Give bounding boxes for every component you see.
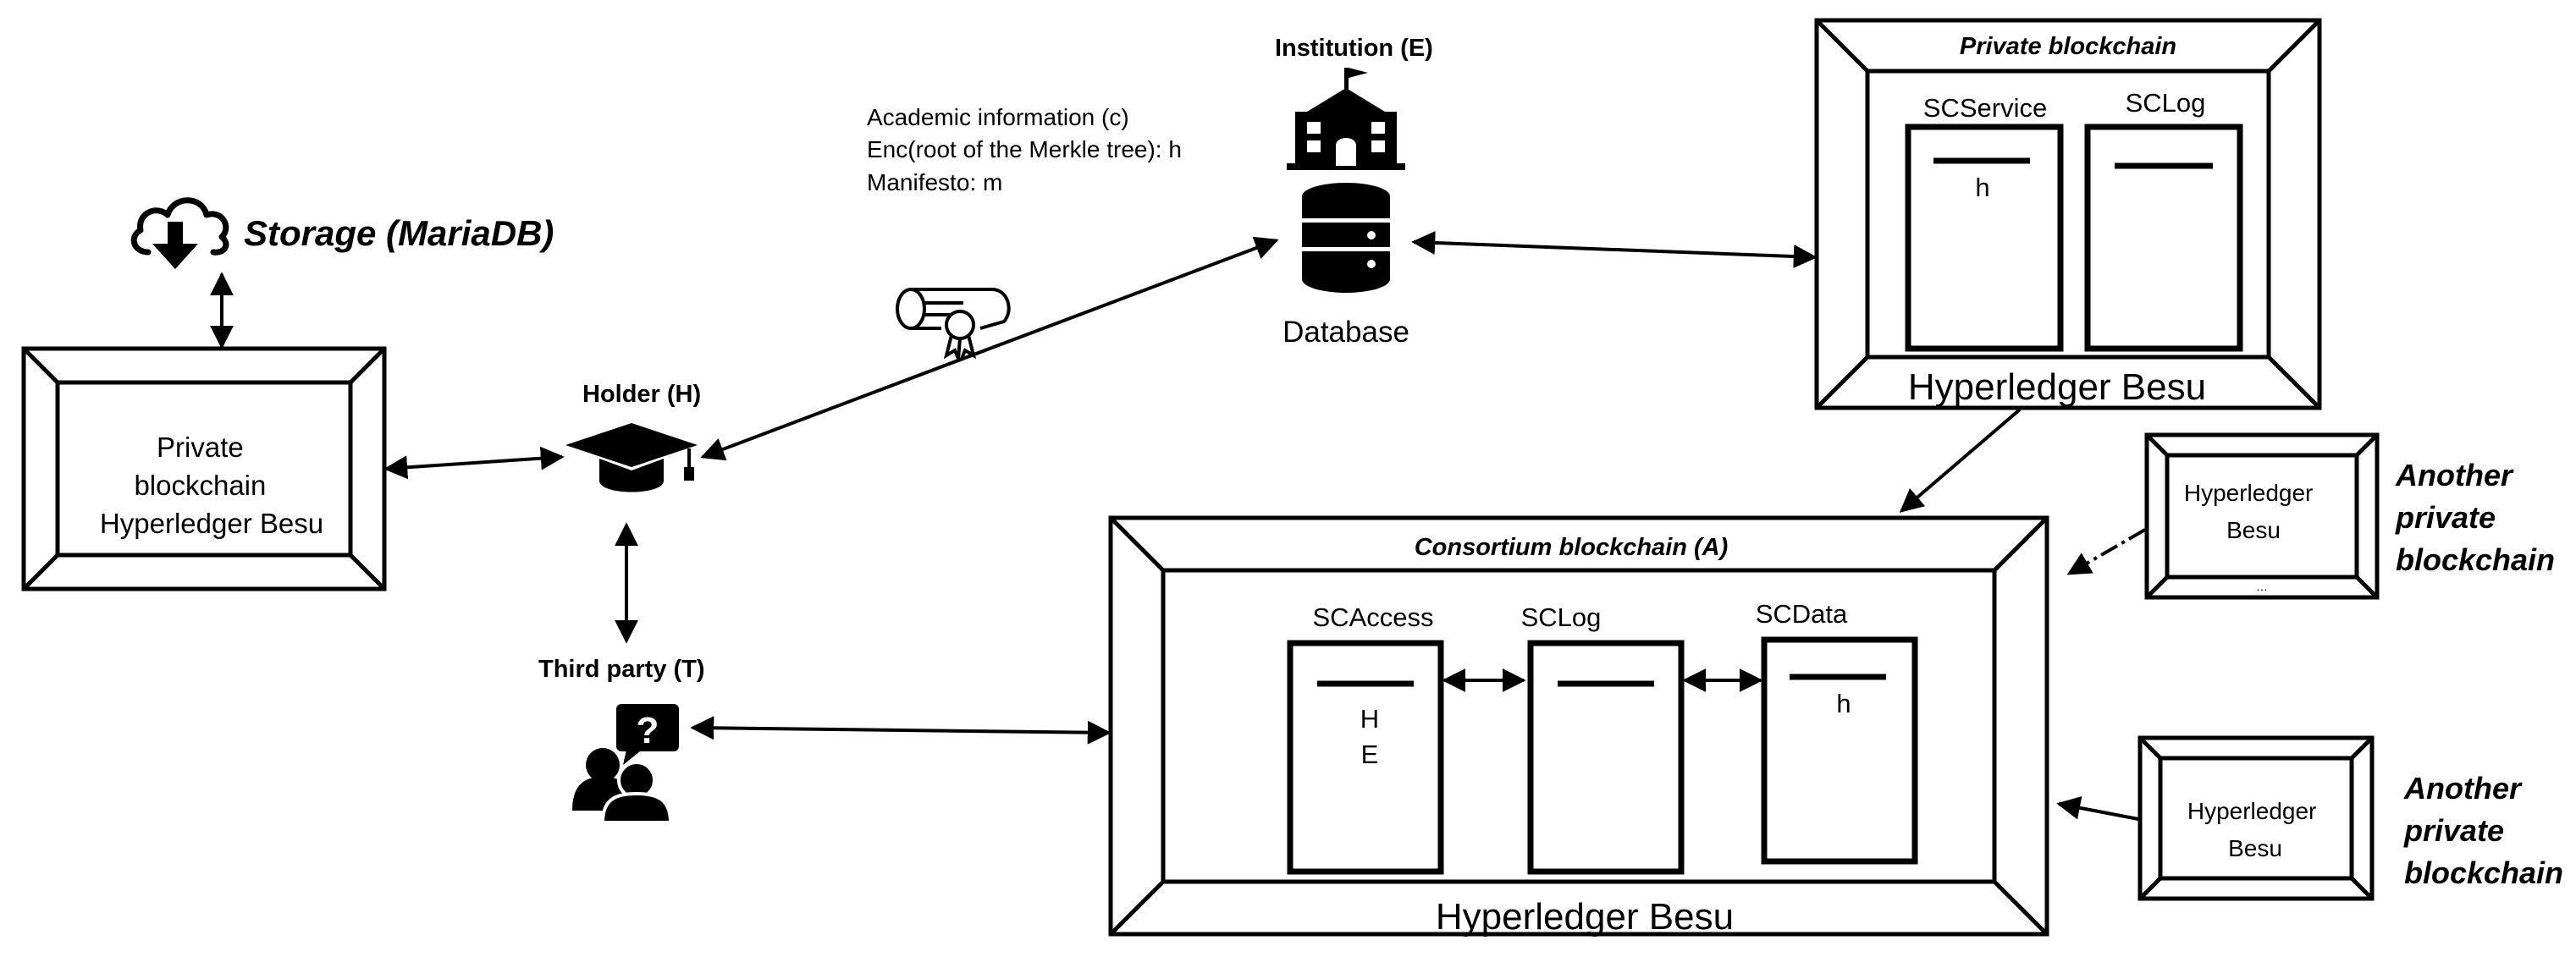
other-private-chain-2: Hyperledger Besu Another private blockch… (2137, 735, 2563, 901)
other-chain-frame (2137, 735, 2375, 901)
other-chain-side-line3: blockchain (2396, 542, 2555, 577)
holder-node: Holder (H) (565, 381, 701, 492)
contract-scaccess: SCAccess H E (1287, 602, 1444, 875)
contract-name: SCLog (2126, 88, 2206, 118)
holder-chain-line1: Private (157, 432, 244, 463)
svg-text:Hyperledger Besu: Hyperledger Besu (2184, 480, 2320, 543)
contract-value: E (1361, 740, 1379, 769)
third-party-node: Third party (T) ? (538, 656, 705, 824)
institution-private-chain: Private blockchain Hyperledger Besu SCSe… (1814, 18, 2322, 410)
third-party-label: Third party (T) (538, 656, 705, 683)
contract-box (1287, 640, 1444, 875)
holder-chain-line2: blockchain (134, 470, 266, 501)
institution-label: Institution (E) (1275, 35, 1433, 62)
svg-text:Another private bl: Another private blockchain (2403, 771, 2563, 890)
contract-box (1527, 640, 1685, 875)
other-chain-frame (2144, 432, 2380, 600)
other-chain-line2: Besu (2226, 517, 2281, 543)
graduation-cap-icon (565, 423, 698, 492)
database-label: Database (1282, 316, 1409, 349)
other-chain-side-line2: private (2395, 500, 2496, 535)
other-chain2-consortium-arrow (2056, 795, 2139, 821)
contract-value: H (1360, 704, 1379, 734)
holder-database-arrow (700, 236, 1279, 461)
holder-label: Holder (H) (582, 381, 701, 408)
contract-scservice: SCService h (1905, 93, 2064, 352)
other-chain-footnote: … (2256, 580, 2268, 593)
contract-name: SCLog (1521, 602, 1602, 632)
storage-node: Storage (MariaDB) (130, 197, 554, 269)
holder-chain-frame (21, 346, 387, 591)
other-chain-side-line1: Another (2395, 458, 2514, 492)
svg-text:Hyperledger Besu: Hyperledger Besu (2187, 798, 2323, 861)
contract-value: h (1836, 689, 1851, 718)
institution-info-line2: Enc(root of the Merkle tree): h (867, 136, 1182, 162)
contract-box (1905, 124, 2064, 352)
storage-label: Storage (MariaDB) (244, 213, 554, 253)
database-icon (1302, 183, 1390, 293)
contract-box (1761, 636, 1918, 865)
contract-name: SCData (1756, 599, 1848, 629)
contract-name: SCService (1923, 93, 2047, 123)
svg-text:Academic information (c): Academic information (c) Enc(root of the… (867, 104, 1189, 195)
other-chain-line1: Hyperledger (2187, 798, 2317, 824)
contract-value: h (1975, 173, 1989, 202)
other-chain-line2: Besu (2228, 835, 2282, 861)
consortium-chain: Consortium blockchain (A) Hyperledger Be… (1108, 515, 2049, 938)
other-chain-side-line1: Another (2403, 771, 2523, 806)
people-question-icon: ? (572, 704, 679, 824)
cloud-download-icon (130, 197, 229, 269)
private-chain-platform: Hyperledger Besu (1908, 366, 2206, 408)
third-party-consortium-arrow (690, 716, 1111, 745)
contract-name: SCAccess (1313, 602, 1434, 632)
private-chain-frame (1814, 18, 2322, 410)
consortium-title: Consortium blockchain (A) (1415, 534, 1729, 561)
consortium-platform: Hyperledger Besu (1436, 896, 1734, 938)
holder-chain-holder-arrow (383, 446, 565, 480)
institution-info-line3: Manifesto: m (867, 169, 1002, 195)
other-private-chain-1: Hyperledger Besu … Another private block… (2144, 432, 2555, 600)
institution-building-icon (1287, 68, 1405, 170)
contract-scdata: SCData h (1756, 599, 1918, 865)
database-private-chain-arrow (1411, 230, 1818, 269)
svg-text:?: ? (637, 710, 659, 751)
holder-private-chain: Private blockchain Hyperledger Besu (21, 346, 387, 591)
contract-sclog-consortium: SCLog (1521, 602, 1685, 875)
other-chain-side-line2: private (2403, 813, 2504, 848)
contract-sclog-private: SCLog (2084, 88, 2243, 352)
holder-chain-line3: Hyperledger Besu (100, 508, 323, 539)
svg-text:Private blockchain: Private blockchain Hyperledger Besu (100, 432, 323, 539)
private-chain-consortium-arrow (1899, 408, 2022, 513)
contract-box (2084, 124, 2243, 352)
other-chain-side-line3: blockchain (2404, 855, 2563, 890)
other-chain1-consortium-arrow (2066, 528, 2147, 575)
institution-info-line1: Academic information (c) (867, 104, 1129, 130)
institution-node: Institution (E) Academic information (c)… (867, 35, 1433, 349)
other-chain-line1: Hyperledger (2184, 480, 2314, 506)
connectors (210, 230, 2147, 821)
private-chain-title: Private blockchain (1960, 33, 2176, 60)
svg-text:Another private bl: Another private blockchain (2395, 458, 2555, 577)
